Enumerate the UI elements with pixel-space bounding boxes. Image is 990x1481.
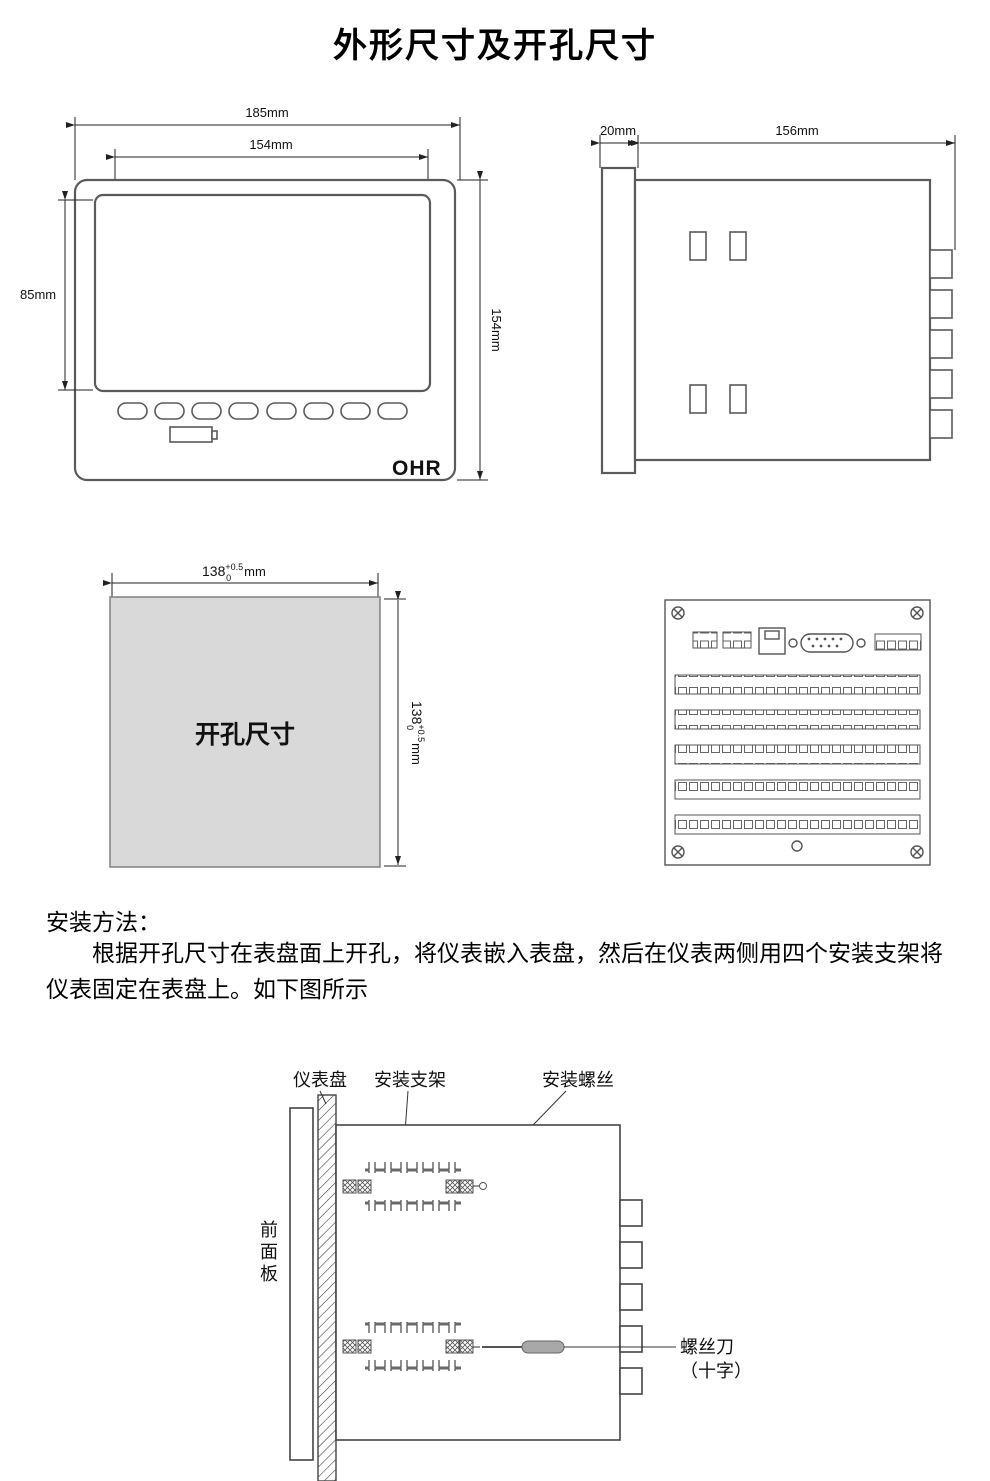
rear-view-drawing	[664, 599, 931, 866]
panel-button	[191, 402, 222, 420]
side-view-drawing: 20mm 156mm	[591, 123, 956, 475]
terminal-bump	[619, 1367, 643, 1395]
dim-label-outer-height: 154mm	[489, 308, 504, 351]
front-panel-plate	[289, 1107, 314, 1461]
install-instructions: 根据开孔尺寸在表盘面上开孔，将仪表嵌入表盘，然后在仪表两侧用四个安装支架将仪表固…	[46, 940, 943, 1002]
instrument-panel-wall	[317, 1094, 337, 1481]
comm-terminal	[722, 631, 752, 649]
db9-connector	[788, 633, 866, 653]
terminal-bump	[929, 369, 953, 399]
jack-screw	[459, 1339, 474, 1354]
dim-label-bezel: 20mm	[600, 123, 636, 138]
jack-screw	[357, 1179, 372, 1194]
corner-screw	[671, 606, 685, 620]
terminal-bump	[929, 289, 953, 319]
dim-value: 138	[409, 701, 425, 725]
mounting-bracket-top	[342, 1162, 487, 1211]
label-mounting-screw: 安装螺丝	[542, 1070, 614, 1090]
cutout-area	[109, 596, 381, 868]
front-port	[169, 426, 213, 443]
screw-head	[479, 1182, 487, 1190]
panel-button	[228, 402, 259, 420]
brand-logo: OHR	[392, 457, 442, 480]
corner-screw	[910, 606, 924, 620]
terminal-strip	[674, 779, 921, 800]
fixing-slot	[729, 231, 747, 261]
terminal-bump	[929, 409, 953, 439]
dim-label-outer-width: 185mm	[245, 105, 288, 120]
front-port-tab	[211, 430, 218, 440]
dim-unit: mm	[409, 743, 424, 765]
fixing-slot	[689, 384, 707, 414]
terminal-strip	[674, 814, 921, 835]
label-mounting-bracket: 安装支架	[374, 1070, 446, 1090]
terminal-bump	[929, 329, 953, 359]
dim-label-cutout-height: 138+0.50 mm	[405, 701, 426, 765]
dim-tol-lower: 0	[405, 725, 415, 730]
power-terminal	[692, 631, 718, 649]
jack-screw	[445, 1179, 460, 1194]
dim-label-depth: 156mm	[775, 123, 818, 138]
corner-screw	[671, 845, 685, 859]
mounting-bracket-bottom	[342, 1322, 480, 1371]
fixing-slot	[689, 231, 707, 261]
label-screwdriver: 螺丝刀	[680, 1337, 734, 1357]
panel-button	[266, 402, 297, 420]
terminal-bump	[619, 1325, 643, 1353]
front-view-drawing: 185mm 154mm OHR 85mm 154mm	[20, 105, 504, 482]
panel-button	[340, 402, 371, 420]
dim-tol-lower: 0	[226, 573, 231, 583]
cutout-label: 开孔尺寸	[195, 721, 295, 749]
terminal-strip	[674, 709, 921, 730]
dim-tol-upper: +0.5	[416, 724, 426, 742]
dim-label-screen-height: 85mm	[20, 287, 56, 302]
install-heading: 安装方法：	[46, 909, 161, 935]
jack-screw	[357, 1339, 372, 1354]
panel-button	[154, 402, 185, 420]
corner-screw	[910, 845, 924, 859]
terminal-bump	[619, 1199, 643, 1227]
terminal-bump	[619, 1283, 643, 1311]
side-bezel	[600, 166, 637, 475]
screwdriver-handle	[521, 1340, 565, 1354]
terminal-bump	[929, 249, 953, 279]
dim-unit: mm	[244, 564, 266, 579]
panel-button	[377, 402, 408, 420]
rj45-jack	[758, 627, 786, 655]
terminal-strip	[674, 674, 921, 695]
page-title: 外形尺寸及开孔尺寸	[333, 27, 657, 65]
ground-hole	[791, 840, 803, 852]
label-instrument-panel: 仪表盘	[293, 1070, 347, 1090]
side-body	[633, 178, 932, 462]
label-front-panel: 前面板	[258, 1220, 278, 1286]
dim-label-screen-width: 154mm	[249, 137, 292, 152]
label-screwdriver-type: （十字）	[680, 1361, 752, 1381]
instrument-body-side	[335, 1124, 621, 1441]
jack-screw	[342, 1179, 357, 1194]
dim-tol-upper: +0.5	[225, 562, 243, 572]
rear-panel-outline	[664, 599, 931, 866]
panel-button	[117, 402, 148, 420]
dim-value: 138	[202, 563, 226, 579]
aux-terminal	[874, 633, 922, 651]
device-screen	[93, 193, 432, 393]
panel-button	[303, 402, 334, 420]
installation-drawing: 仪表盘 安装支架 安装螺丝 前面板	[258, 1070, 752, 1481]
jack-screw	[342, 1339, 357, 1354]
terminal-bump	[619, 1241, 643, 1269]
jack-screw	[459, 1179, 474, 1194]
terminal-strip	[674, 744, 921, 765]
fixing-slot	[729, 384, 747, 414]
jack-screw	[445, 1339, 460, 1354]
